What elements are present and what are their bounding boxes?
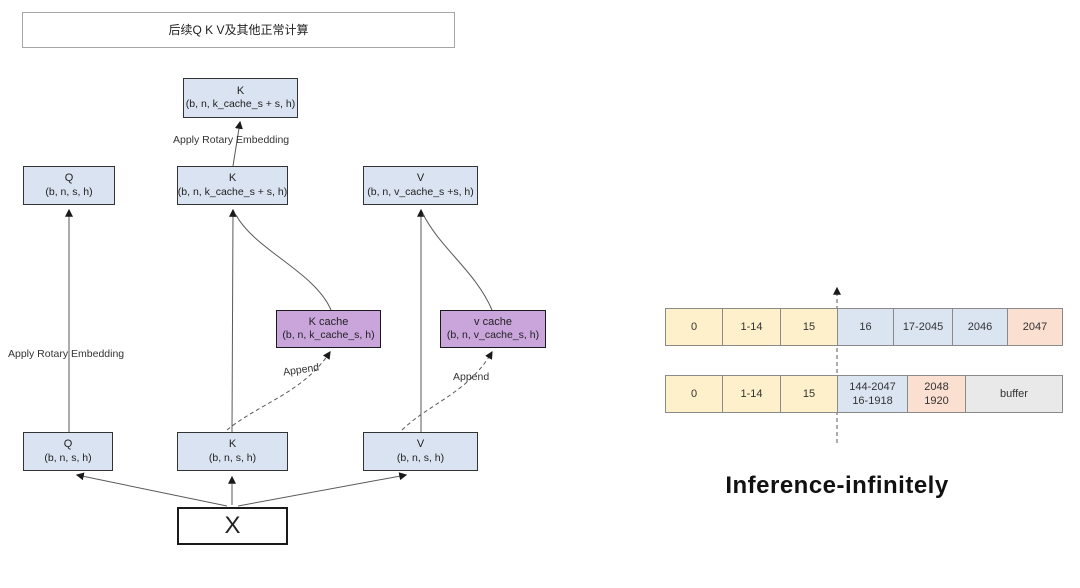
box-q-rotated-shape: (b, n, s, h) [45, 185, 93, 198]
box-v-cache-title: v cache [474, 315, 512, 328]
mem1-cell-5: 2046 [953, 309, 1008, 345]
mem1-cell-1: 1-14 [723, 309, 781, 345]
mem1-cell-0-label: 0 [690, 320, 698, 333]
box-q-proj-shape: (b, n, s, h) [44, 451, 92, 464]
apply-rotary-embedding-label-top: Apply Rotary Embedding [173, 134, 290, 146]
box-v-concat-shape: (b, n, v_cache_s +s, h) [367, 185, 474, 198]
box-k-after-rotary-shape: (b, n, k_cache_s + s, h) [185, 98, 296, 111]
box-k-after-rotary-title: K [236, 84, 245, 97]
mem2-cell-5-label: buffer [1000, 387, 1028, 400]
box-k-cache-shape: (b, n, k_cache_s, h) [282, 329, 375, 342]
box-k-cache-title: K cache [308, 315, 349, 328]
box-x-input-title: X [224, 512, 241, 539]
box-k-concat: K (b, n, k_cache_s + s, h) [177, 166, 288, 205]
mem1-cell-0: 0 [666, 309, 723, 345]
mem2-cell-4-line1: 2048 [924, 380, 949, 393]
box-k-cache: K cache (b, n, k_cache_s, h) [276, 310, 381, 348]
mem1-cell-4-label: 17-2045 [902, 320, 944, 333]
box-v-proj: V (b, n, s, h) [363, 432, 478, 471]
box-q-rotated: Q (b, n, s, h) [23, 166, 115, 205]
mem2-cell-4: 2048 1920 [908, 376, 966, 412]
box-v-proj-title: V [416, 438, 425, 451]
box-q-proj: Q (b, n, s, h) [23, 432, 113, 471]
mem2-cell-5: buffer [966, 376, 1062, 412]
box-k-concat-title: K [228, 172, 237, 185]
mem1-cell-6: 2047 [1008, 309, 1062, 345]
box-k-proj-title: K [228, 438, 237, 451]
mem2-cell-2: 15 [781, 376, 838, 412]
memory-row-infinite: 0 1-14 15 144-2047 16-1918 2048 1920 buf… [665, 375, 1063, 413]
box-k-concat-shape: (b, n, k_cache_s + s, h) [177, 185, 288, 198]
mem2-cell-3-line2: 16-1918 [852, 395, 893, 407]
box-x-input: X [177, 507, 288, 545]
memory-row-standard: 0 1-14 15 16 17-2045 2046 2047 [665, 308, 1063, 346]
box-v-concat: V (b, n, v_cache_s +s, h) [363, 166, 478, 205]
mem1-cell-3: 16 [838, 309, 894, 345]
post-computation-note: 后续Q K V及其他正常计算 [22, 12, 455, 48]
box-v-proj-shape: (b, n, s, h) [396, 451, 445, 464]
box-v-cache-shape: (b, n, v_cache_s, h) [446, 329, 540, 342]
mem2-cell-1-label: 1-14 [740, 387, 763, 400]
box-k-after-rotary: K (b, n, k_cache_s + s, h) [183, 78, 298, 118]
mem2-cell-4-line2: 1920 [924, 395, 949, 407]
box-q-proj-title: Q [63, 438, 73, 451]
mem2-cell-0: 0 [666, 376, 723, 412]
apply-rotary-embedding-label-left: Apply Rotary Embedding [8, 348, 125, 360]
mem1-cell-4: 17-2045 [894, 309, 953, 345]
box-k-proj: K (b, n, s, h) [177, 432, 288, 471]
mem2-cell-0-label: 0 [690, 387, 698, 400]
inference-infinitely-title: Inference-infinitely [725, 472, 949, 499]
mem1-cell-3-label: 16 [859, 320, 872, 333]
append-label-v: Append [453, 371, 490, 383]
mem1-cell-2-label: 15 [802, 320, 816, 333]
mem1-cell-5-label: 2046 [967, 320, 993, 333]
mem1-cell-2: 15 [781, 309, 838, 345]
box-v-concat-title: V [416, 172, 425, 185]
mem2-cell-3-line1: 144-2047 [849, 380, 896, 393]
box-v-cache: v cache (b, n, v_cache_s, h) [440, 310, 546, 348]
mem1-cell-6-label: 2047 [1022, 320, 1048, 333]
box-k-proj-shape: (b, n, s, h) [208, 451, 257, 464]
mem2-cell-2-label: 15 [802, 387, 816, 400]
post-computation-note-text: 后续Q K V及其他正常计算 [168, 22, 309, 37]
mem2-cell-1: 1-14 [723, 376, 781, 412]
mem1-cell-1-label: 1-14 [740, 320, 763, 333]
mem2-cell-3: 144-2047 16-1918 [838, 376, 908, 412]
box-q-rotated-title: Q [64, 172, 74, 185]
